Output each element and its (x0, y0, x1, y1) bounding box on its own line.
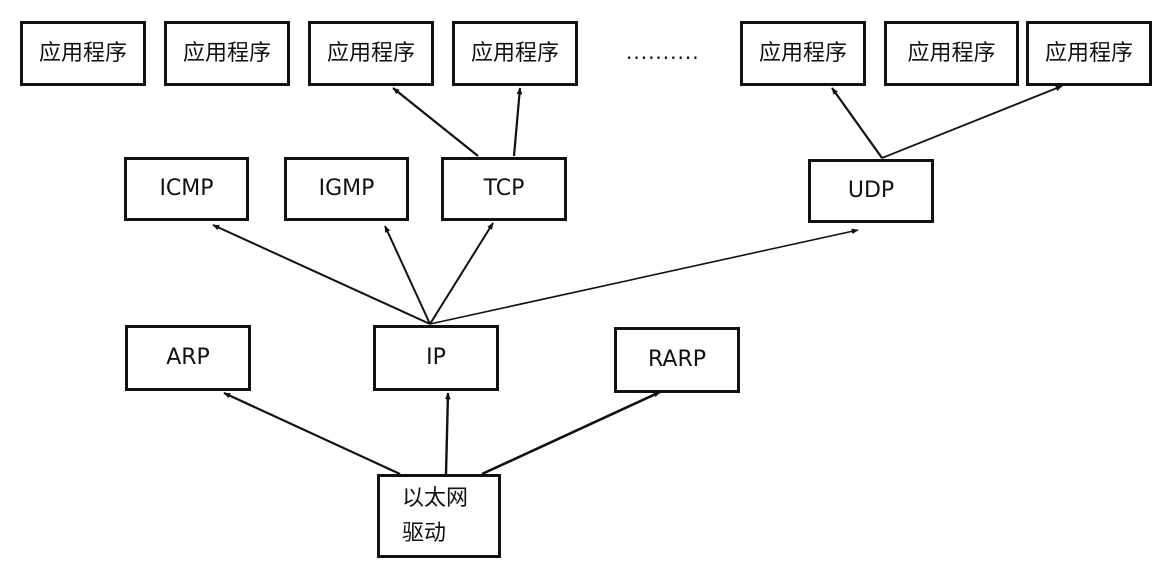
application-label-3: 应用程序 (326, 40, 415, 66)
ethernet-driver-label-line-1: 以太网 (402, 485, 469, 511)
ethernet-driver-label-line-2: 驱动 (402, 521, 447, 546)
arrow-driver-to-ip (444, 392, 451, 475)
application-box-3: 应用程序 (308, 21, 434, 86)
arrow-ip-to-tcp (429, 222, 494, 325)
tcp-label: TCP (483, 176, 525, 201)
application-label-7: 应用程序 (1044, 40, 1133, 66)
arrow-driver-to-rarp (481, 390, 661, 476)
ip-box: IP (373, 325, 499, 391)
arp-box: ARP (125, 325, 251, 391)
udp-box: UDP (808, 159, 934, 223)
application-box-2: 应用程序 (164, 21, 290, 86)
rarp-label: RARP (648, 347, 706, 372)
application-label-4: 应用程序 (470, 40, 559, 66)
arrow-tcp-to-app-4 (512, 87, 523, 157)
rarp-box: RARP (614, 327, 740, 393)
application-label-1: 应用程序 (38, 40, 127, 66)
arp-label: ARP (166, 345, 210, 370)
application-label-2: 应用程序 (182, 40, 271, 66)
arrow-tcp-to-app-3 (392, 87, 479, 157)
icmp-label: ICMP (159, 176, 214, 201)
udp-label: UDP (847, 178, 895, 203)
application-box-7: 应用程序 (1026, 21, 1152, 86)
igmp-label: IGMP (318, 176, 375, 201)
application-box-4: 应用程序 (452, 21, 578, 86)
arrow-ip-to-udp (429, 228, 859, 325)
icmp-box: ICMP (124, 157, 249, 221)
igmp-box: IGMP (284, 157, 409, 221)
arrow-driver-to-arp (223, 392, 401, 475)
arrow-udp-to-app-7 (881, 85, 1063, 159)
application-box-1: 应用程序 (20, 21, 146, 86)
application-box-6: 应用程序 (884, 21, 1019, 86)
tcp-box: TCP (441, 157, 567, 221)
application-label-5: 应用程序 (758, 40, 847, 66)
arrow-ip-to-icmp (212, 224, 431, 325)
ethernet-driver-box: 以太网 驱动 (377, 474, 501, 558)
arrow-udp-to-app-5 (831, 87, 883, 159)
application-ellipsis: .......... (626, 40, 700, 64)
application-label-6: 应用程序 (907, 40, 996, 66)
application-box-5: 应用程序 (740, 21, 866, 86)
ip-label: IP (426, 345, 446, 370)
arrow-ip-to-igmp (384, 225, 431, 325)
